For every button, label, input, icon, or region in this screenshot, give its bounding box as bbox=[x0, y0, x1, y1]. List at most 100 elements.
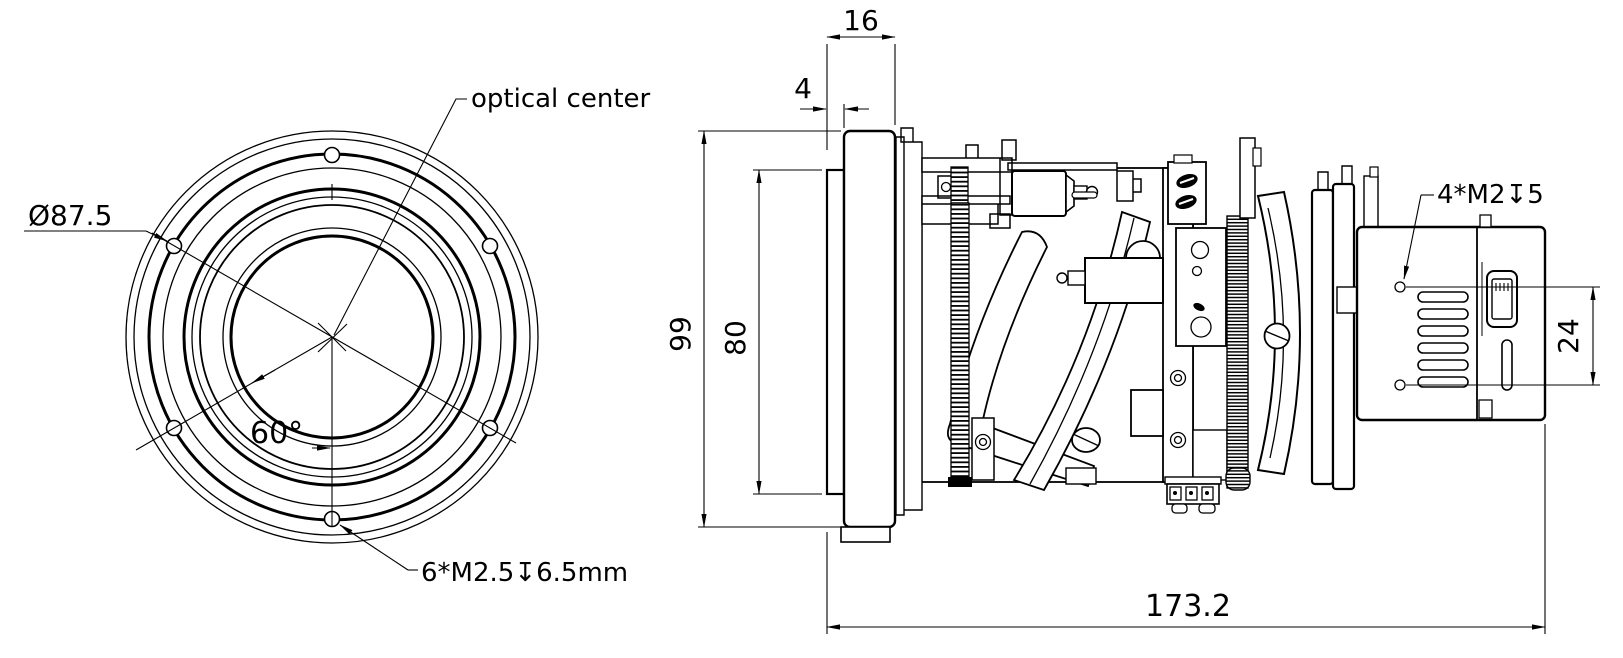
bracket-screw bbox=[974, 433, 992, 451]
vent-slot bbox=[1417, 291, 1469, 303]
bracket-tab bbox=[1173, 154, 1193, 164]
lower-rear-block bbox=[1192, 429, 1228, 481]
connector-tab bbox=[1336, 286, 1358, 314]
angle-dimension: 60° bbox=[250, 369, 331, 451]
dim-plate-height: 80 bbox=[719, 169, 822, 495]
dim-24-label: 24 bbox=[1552, 318, 1585, 354]
angle-arrow bbox=[251, 369, 276, 384]
lens-side-view bbox=[825, 127, 1547, 543]
leader-arrow bbox=[339, 524, 409, 571]
flange-plate bbox=[1310, 188, 1335, 486]
rear-thread-label: 4*M2↧5 bbox=[1437, 180, 1544, 210]
pivot-slot bbox=[1072, 433, 1100, 447]
front-main-plate bbox=[842, 129, 897, 529]
terminal-pin bbox=[1189, 491, 1193, 495]
mid-motor-assembly bbox=[1056, 240, 1164, 304]
rear-thread-hole bbox=[1394, 281, 1406, 293]
terminal-foot bbox=[1198, 503, 1216, 514]
dim-173-label: 173.2 bbox=[1145, 589, 1231, 624]
shaft-key bbox=[1071, 191, 1098, 199]
terminal-rail bbox=[1164, 476, 1222, 485]
column-screw-center bbox=[1173, 373, 1183, 383]
post-step bbox=[1252, 147, 1262, 167]
optical-center-label: optical center bbox=[471, 84, 651, 114]
vent-slot bbox=[1417, 342, 1469, 354]
ring bbox=[133, 138, 531, 536]
guide-plate bbox=[1175, 227, 1227, 347]
terminal-block bbox=[1164, 476, 1222, 514]
dim-total-length: 173.2 bbox=[826, 424, 1546, 634]
leader-line bbox=[333, 98, 467, 336]
screw-hole bbox=[481, 237, 499, 255]
card-slot bbox=[1501, 339, 1513, 391]
dimensions: 16 4 99 80 24 1 bbox=[664, 4, 1600, 634]
rear-thread-callout: 4*M2↧5 bbox=[1403, 180, 1544, 280]
bolt-circle-diameter-line bbox=[151, 232, 517, 444]
plate-hole bbox=[1191, 265, 1203, 277]
center-mark bbox=[317, 323, 348, 353]
dim-body-height: 99 bbox=[664, 130, 841, 528]
back-plates bbox=[895, 127, 923, 516]
plate-hole bbox=[1190, 240, 1210, 260]
front-thin-plate bbox=[825, 168, 846, 496]
camera-tabs bbox=[1478, 214, 1493, 419]
top-bracket-post bbox=[1239, 137, 1256, 219]
front-thread-callout: 6*M2.5↧6.5mm bbox=[339, 524, 628, 588]
rear-screw-block bbox=[1130, 369, 1187, 449]
dim-4-label: 4 bbox=[794, 72, 812, 105]
gear-ring bbox=[1226, 215, 1249, 489]
gear-ring-bottom bbox=[1225, 467, 1251, 491]
worm-gear bbox=[950, 166, 969, 204]
dim-16-label: 16 bbox=[843, 4, 879, 37]
top-motor-assembly bbox=[921, 139, 1142, 229]
leader-arrow bbox=[145, 230, 168, 242]
front-mount-thread-label: 6*M2.5↧6.5mm bbox=[421, 558, 628, 588]
terminal-pin bbox=[1205, 491, 1209, 495]
oval-slot bbox=[1178, 198, 1194, 205]
leader-arrow bbox=[1403, 194, 1422, 280]
oval-slot bbox=[1179, 177, 1195, 184]
bracket-screw bbox=[940, 181, 952, 193]
plate-body bbox=[1175, 227, 1227, 347]
cable-loop bbox=[1125, 240, 1161, 259]
bolt-circle-dimension-label: Ø87.5 bbox=[28, 199, 112, 232]
lens-front-view: Ø87.5 optical center 60° 6*M2.5↧6.5mm bbox=[24, 84, 651, 588]
terminal-foot bbox=[1171, 503, 1188, 514]
plate-hole bbox=[1190, 316, 1212, 338]
angle-dimension-label: 60° bbox=[250, 416, 303, 451]
dim-connector-offset: 24 bbox=[1406, 286, 1600, 386]
focus-motor bbox=[1011, 170, 1067, 217]
angle-radial-line bbox=[135, 336, 333, 451]
band-inner-line bbox=[1029, 217, 1135, 485]
rear-post bbox=[1363, 175, 1379, 229]
motor-end-cap bbox=[1065, 173, 1075, 214]
lead-screw bbox=[950, 202, 970, 478]
screw-hole bbox=[323, 146, 341, 164]
shaft-tip bbox=[1056, 272, 1068, 284]
column-screw bbox=[1169, 369, 1187, 387]
ring-outer bbox=[125, 130, 539, 544]
plate-foot bbox=[840, 526, 891, 543]
dim-front-plate-thickness: 4 bbox=[794, 72, 869, 128]
usb-tongue bbox=[1491, 278, 1513, 320]
column-screw bbox=[1169, 431, 1187, 449]
optical-center-callout: optical center bbox=[333, 84, 651, 336]
centerlines bbox=[135, 184, 517, 527]
bolt-circle-dimension: Ø87.5 bbox=[24, 199, 168, 242]
lead-screw-cap bbox=[948, 477, 972, 487]
lens-group-ring bbox=[1256, 190, 1301, 476]
vent-slot bbox=[1417, 308, 1469, 320]
flange-plate bbox=[1331, 182, 1356, 491]
rear-post-tab bbox=[1369, 166, 1379, 178]
column-screw-center bbox=[1173, 435, 1183, 445]
rear-thread-hole bbox=[1394, 379, 1406, 391]
screw-holes bbox=[165, 146, 499, 528]
usb-port bbox=[1481, 262, 1518, 336]
terminal-pin bbox=[1173, 491, 1177, 495]
zoom-motor bbox=[1084, 257, 1164, 304]
block-body bbox=[1130, 389, 1164, 437]
bracket-screw-center bbox=[978, 437, 988, 447]
limit-bracket bbox=[971, 417, 995, 481]
